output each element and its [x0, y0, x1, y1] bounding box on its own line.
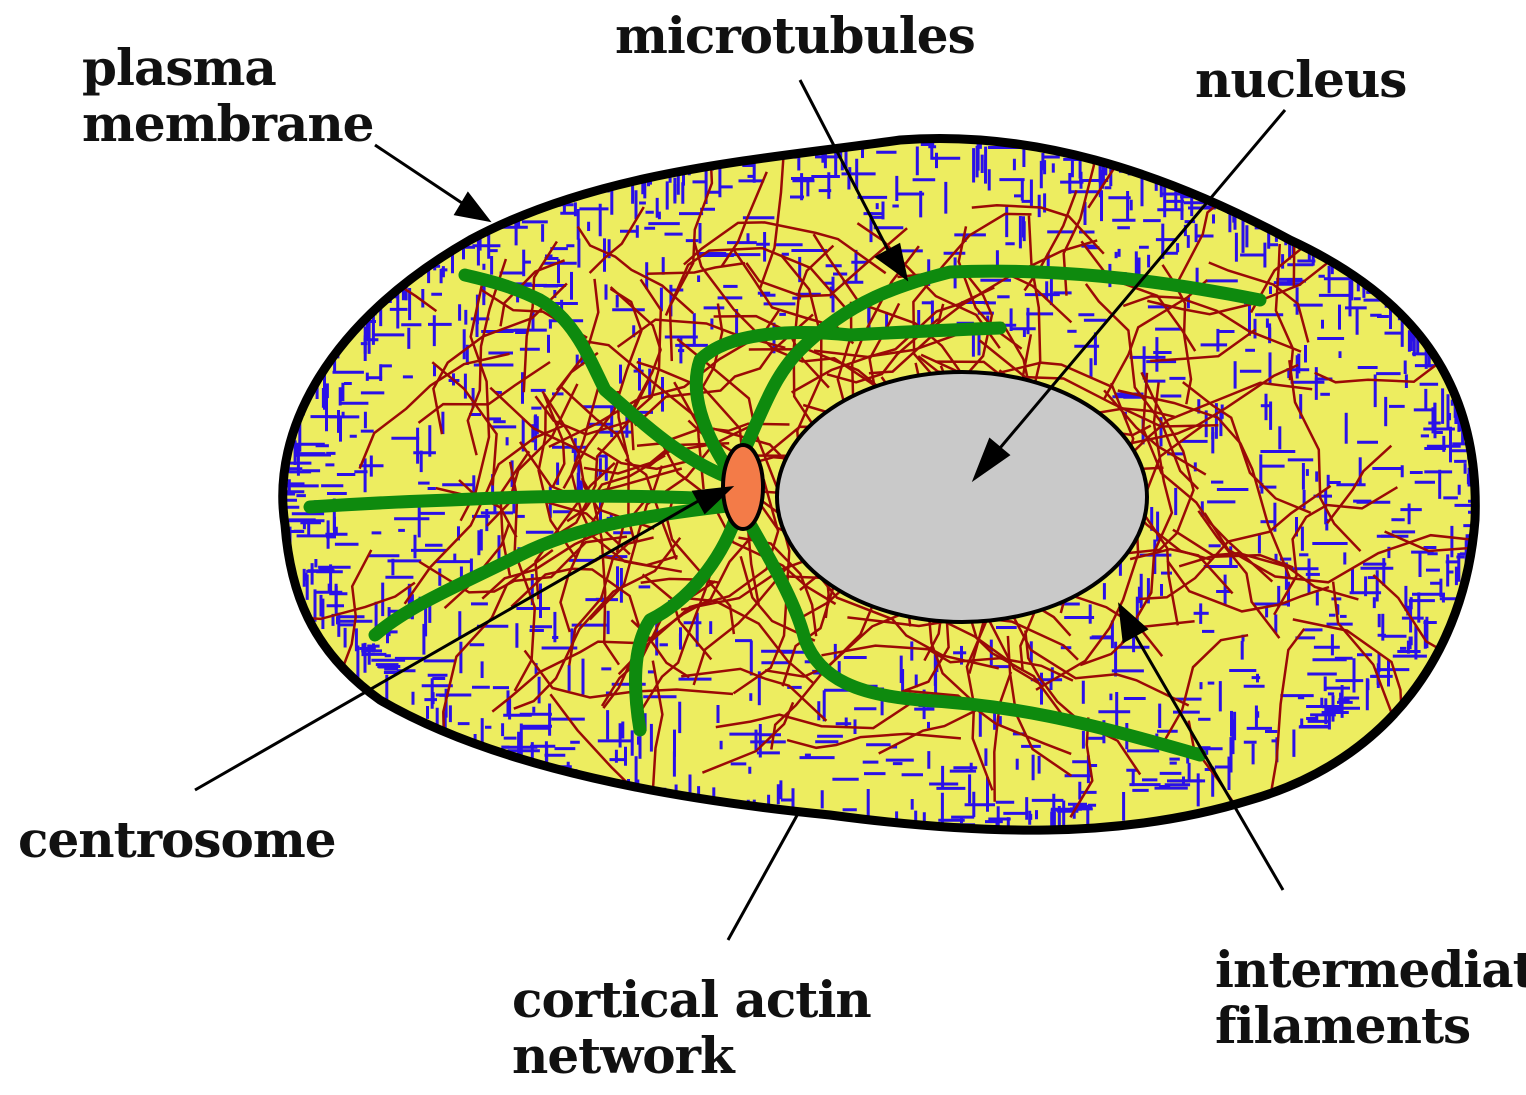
- label-cortical-actin-line1: cortical actin: [512, 972, 871, 1028]
- label-cortical-actin-line2: network: [512, 1028, 871, 1084]
- pointer-cortical-actin: [728, 810, 800, 940]
- label-nucleus: nucleus: [1195, 52, 1406, 108]
- pointer-plasma-membrane: [375, 145, 462, 203]
- label-microtubules: microtubules: [615, 8, 975, 64]
- label-intermediate-filaments-line1: intermediate: [1215, 942, 1526, 998]
- arrowhead-plasma-membrane: [456, 194, 488, 220]
- label-plasma-membrane: plasma membrane: [82, 40, 374, 152]
- label-centrosome: centrosome: [18, 812, 336, 868]
- label-intermediate-filaments-line2: filaments: [1215, 998, 1526, 1054]
- label-cortical-actin-network: cortical actin network: [512, 972, 871, 1084]
- label-intermediate-filaments: intermediate filaments: [1215, 942, 1526, 1054]
- label-plasma-membrane-line1: plasma: [82, 40, 374, 96]
- nucleus-shape: [777, 372, 1147, 622]
- label-plasma-membrane-line2: membrane: [82, 96, 374, 152]
- intermediate-filament: [1293, 180, 1295, 287]
